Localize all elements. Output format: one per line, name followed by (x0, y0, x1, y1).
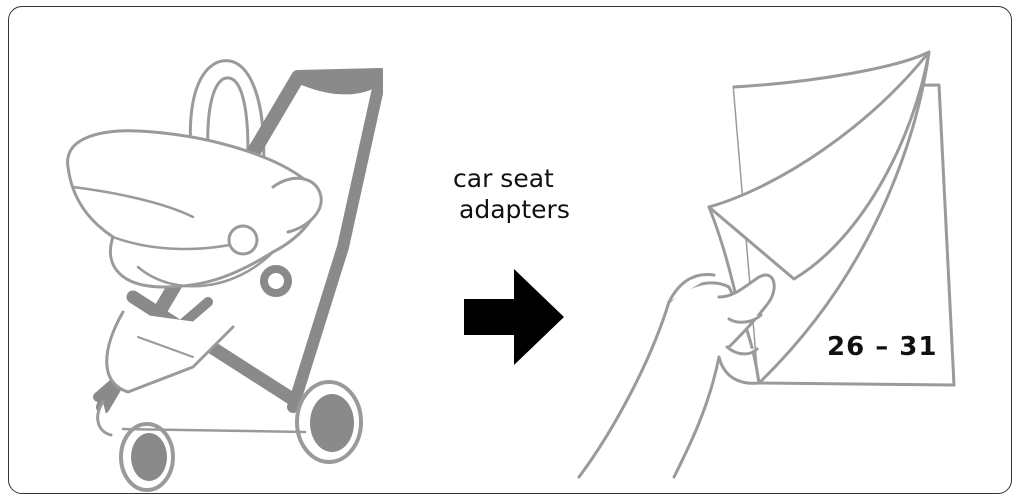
illustration-panel: car seat adapters 26 – 31 (8, 6, 1012, 494)
manual-pages-icon (569, 47, 969, 494)
right-arrow-icon (464, 269, 574, 369)
page-reference: 26 – 31 (827, 332, 947, 362)
stroller-with-car-seat-icon (43, 37, 383, 494)
